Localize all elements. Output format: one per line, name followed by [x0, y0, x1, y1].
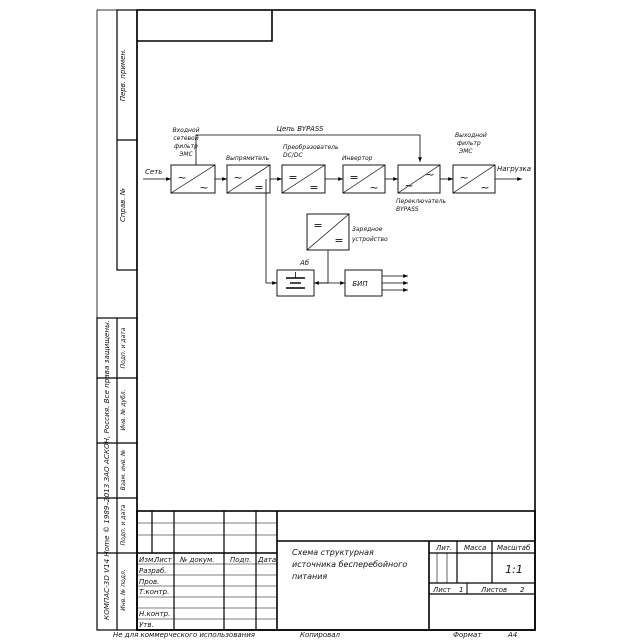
input-filter-label-3: фильтр: [174, 143, 198, 150]
bypass-ac-out-symbol: ~: [425, 168, 434, 181]
input-filter-label-1: Входной: [173, 127, 200, 134]
input-filter-block: ~ ~ Входной сетевой фильтр ЭМС: [170, 127, 216, 194]
tkontr-label: Т.контр.: [139, 588, 169, 596]
input-filter-label-4: ЭМС: [178, 151, 193, 158]
dcdc-dc-in-symbol: =: [288, 171, 297, 184]
copied-label: Копировал: [300, 631, 341, 639]
sheets-value: 2: [520, 586, 525, 594]
bypass-chain: Цепь BYPASS: [195, 125, 422, 165]
noncommercial-text: Не для коммерческого использования: [113, 631, 255, 639]
inverter-dc-symbol: =: [349, 171, 358, 184]
load-label: Нагрузка: [497, 165, 531, 173]
output-filter-ac-in-symbol: ~: [459, 171, 468, 184]
format-label: Формат: [453, 631, 482, 639]
col-data-label: Дата: [257, 556, 276, 564]
output-filter-label-3: ЭМС: [458, 148, 473, 155]
dcdc-block: = = Преобразователь DC/DC: [281, 144, 339, 194]
charger-label-1: Зарядное: [352, 226, 383, 233]
dcdc-label-2: DC/DC: [283, 152, 303, 159]
title-block: Изм. Лист № докум. Подп. Дата Разраб. Пр…: [136, 510, 536, 631]
sheet-value: 1: [459, 586, 463, 594]
razrab-label: Разраб.: [139, 567, 167, 575]
utv-label: Утв.: [139, 621, 154, 629]
charger-block: = = Зарядное устройство: [306, 213, 388, 251]
rectifier-dc-symbol: =: [254, 181, 263, 194]
massa-label: Масса: [464, 544, 486, 552]
bypass-switch-label-2: BYPASS: [396, 206, 419, 213]
output-filter-label-2: фильтр: [457, 140, 481, 147]
rectifier-block: ~ = Выпрямитель: [226, 155, 271, 194]
rectifier-ac-symbol: ~: [233, 171, 242, 184]
drawing-title-line-2: источника бесперебойного: [292, 560, 407, 569]
col-izm-label: Изм.: [139, 556, 155, 564]
bypass-chain-label: Цепь BYPASS: [277, 125, 324, 133]
battery-label: Аб: [299, 259, 310, 267]
input-filter-ac-out-symbol: ~: [199, 181, 208, 194]
inverter-ac-symbol: ~: [369, 181, 378, 194]
mains-label: Сеть: [145, 168, 162, 176]
copyright-text: КОМПАС-3D V14 Home © 1989–2013 ЗАО АСКОН…: [103, 320, 111, 620]
inverter-label: Инвертор: [342, 155, 373, 162]
bypass-switch-block: ~ ~ Переключатель BYPASS: [396, 164, 446, 213]
output-filter-ac-out-symbol: ~: [480, 181, 489, 194]
bypass-switch-label-1: Переключатель: [396, 198, 446, 205]
col-podp-label: Подп.: [230, 556, 251, 564]
drawing-title-line-3: питания: [292, 572, 327, 581]
output-filter-block: ~ ~ Выходной фильтр ЭМС: [452, 132, 496, 194]
inv-dubl-label: Инв. № дубл.: [120, 389, 127, 430]
charger-dc-out-symbol: =: [334, 234, 343, 247]
left-strip: Перв. примен. Справ. № Подп. и дата Инв.…: [96, 9, 138, 631]
format-value: А4: [507, 631, 517, 639]
bypass-ac-in-symbol: ~: [404, 179, 413, 192]
inverter-block: = ~ Инвертор: [342, 155, 386, 194]
dc-bus-lines: [265, 179, 408, 292]
vzam-inv-label: Взам. инв. №: [120, 450, 127, 491]
sheets-label: Листов: [480, 586, 507, 594]
nkontr-label: Н.контр.: [139, 610, 170, 618]
drawing-title-line-1: Схема структурная: [292, 548, 374, 557]
col-docum-label: № докум.: [179, 556, 215, 564]
podp-data-label-1: Подп. и дата: [120, 327, 127, 368]
lit-label: Лит.: [435, 544, 452, 552]
bip-label: БИП: [352, 280, 368, 288]
prov-label: Пров.: [139, 578, 159, 586]
input-filter-label-2: сетевой: [173, 135, 198, 142]
charger-dc-in-symbol: =: [313, 219, 322, 232]
masshtab-label: Масштаб: [497, 544, 531, 552]
col-list-label: Лист: [153, 556, 173, 564]
bip-block: БИП: [344, 269, 383, 297]
sheet-label: Лист: [432, 586, 452, 594]
battery-block: Аб: [276, 259, 315, 297]
rectifier-label: Выпрямитель: [226, 155, 270, 162]
scale-value: 1:1: [505, 563, 523, 576]
sprav-no-label: Справ. №: [119, 188, 127, 222]
output-filter-label-1: Выходной: [455, 132, 487, 139]
perv-primen-label: Перв. примен.: [119, 49, 127, 102]
dcdc-label-1: Преобразователь: [283, 144, 339, 151]
sheet-frame: [96, 9, 536, 631]
inv-podl-label: Инв. № подл.: [120, 569, 127, 610]
footer: Не для коммерческого использования Копир…: [113, 631, 517, 639]
signal-lines: Сеть Нагрузка: [143, 165, 531, 181]
input-filter-ac-in-symbol: ~: [177, 171, 186, 184]
dcdc-dc-out-symbol: =: [309, 181, 318, 194]
charger-label-2: устройство: [351, 236, 388, 243]
podp-data-label-2: Подп. и дата: [120, 504, 127, 545]
